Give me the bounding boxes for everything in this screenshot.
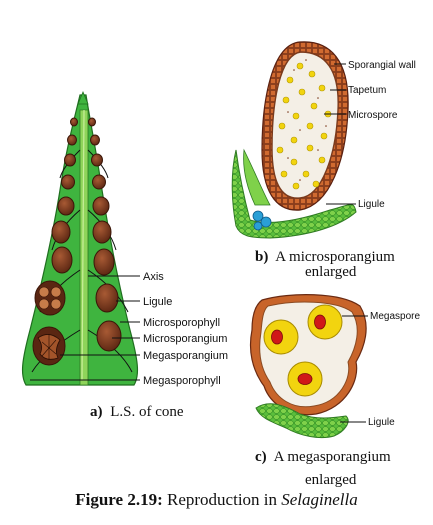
microsporangium [95, 283, 119, 313]
label-microsporophyll: Microsporophyll [143, 317, 220, 329]
panel-b-title-line2: enlarged [305, 264, 357, 280]
cone-diagram: Axis Ligule Microsporophyll Microsporang… [21, 90, 228, 420]
microsporangium [93, 248, 115, 276]
megaspore-1 [263, 319, 299, 355]
sporangium [92, 174, 106, 190]
megaspore-3 [287, 361, 323, 397]
sporangium [91, 153, 103, 167]
label-ligule-a: Ligule [143, 296, 172, 308]
cone-leader-lines [30, 275, 140, 381]
sporangium [92, 196, 110, 216]
label-megaspore: Megaspore [370, 311, 420, 322]
megasporangium-ligule [255, 403, 349, 439]
panel-a-title: a) L.S. of cone [90, 404, 184, 420]
sporangium [57, 196, 75, 216]
figure-caption: Figure 2.19: Reproduction in Selaginella [0, 490, 433, 510]
microsporangium-diagram: Sporangial wall Tapetum Microspore Ligul… [231, 41, 416, 280]
sporangium [70, 117, 78, 127]
megasporangium-upper [34, 280, 66, 316]
panel-c-title: c) A megasporangium [255, 449, 391, 465]
panel-b-title: b) A microsporangium [255, 249, 395, 265]
megasporangium-diagram: Megaspore Ligule c) A megasporangium enl… [249, 294, 420, 488]
sporangium [92, 220, 112, 244]
microspores [276, 62, 332, 190]
label-microsporangium: Microsporangium [143, 333, 227, 345]
microsporangium [51, 246, 73, 274]
caption-text: Reproduction in [167, 490, 278, 509]
sporangium [90, 134, 100, 146]
microsporangium [96, 320, 122, 352]
label-ligule-c: Ligule [368, 417, 395, 428]
microsporangium-ligule [252, 210, 272, 231]
sporangium [61, 174, 75, 190]
figure-number: Figure 2.19: [75, 490, 163, 509]
label-sporangial-wall: Sporangial wall [348, 60, 416, 71]
label-microspore: Microspore [348, 110, 398, 121]
sporangium [88, 117, 96, 127]
sporangium [51, 220, 71, 244]
sporangium [67, 134, 77, 146]
label-axis: Axis [143, 271, 164, 283]
megaspore-2 [307, 304, 343, 340]
label-megasporangium: Megasporangium [143, 350, 228, 362]
sporangium [64, 153, 76, 167]
label-megasporophyll: Megasporophyll [143, 375, 221, 387]
label-ligule-b: Ligule [358, 199, 385, 210]
label-tapetum: Tapetum [348, 85, 386, 96]
megasporangium-lower [32, 326, 66, 366]
panel-c-title-line2: enlarged [305, 472, 357, 488]
caption-genus: Selaginella [281, 490, 358, 509]
